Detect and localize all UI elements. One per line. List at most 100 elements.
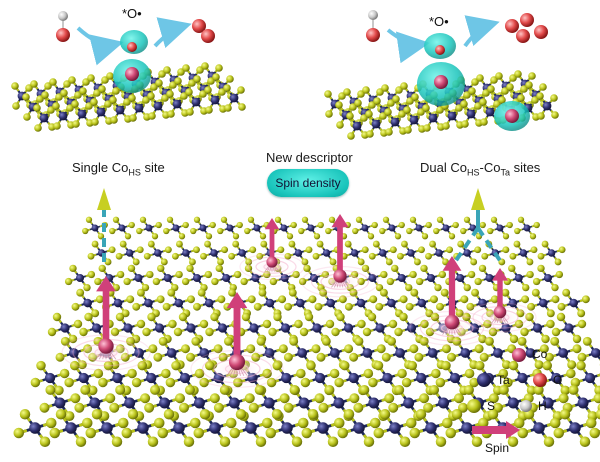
right-oxygen-radical-label: *O• (429, 14, 449, 29)
s-atom (87, 74, 95, 82)
s-atom (199, 377, 209, 388)
s-atom (451, 409, 463, 420)
ta-atom (362, 348, 373, 358)
s-atom (514, 70, 522, 78)
ta-atom (209, 422, 221, 434)
s-atom (452, 336, 462, 346)
s-atom (83, 283, 91, 292)
legend-ta-swatch (477, 373, 491, 387)
s-atom (526, 270, 534, 279)
ta-atom (564, 323, 574, 333)
s-atom (460, 227, 467, 235)
s-atom (343, 409, 355, 420)
s-atom (308, 295, 317, 304)
s-atom (68, 76, 76, 84)
s-atom (325, 227, 332, 235)
ta-atom (397, 273, 406, 283)
s-atom (304, 312, 314, 322)
s-atom (476, 74, 484, 82)
s-atom (448, 233, 456, 240)
s-atom (277, 246, 285, 254)
s-atom (471, 288, 479, 297)
s-atom (163, 66, 171, 74)
s-atom (84, 312, 93, 322)
flow-arrow-out (463, 15, 500, 48)
s-atom (355, 216, 363, 223)
s-atom (173, 327, 183, 337)
s-atom (474, 344, 484, 354)
ta-atom (322, 249, 331, 257)
s-atom (422, 104, 430, 112)
s-atom (246, 344, 256, 354)
ta-atom (193, 397, 205, 409)
s-atom (418, 246, 425, 254)
ta-atom (39, 113, 49, 123)
s-atom (200, 252, 207, 260)
s-atom (399, 312, 408, 322)
s-atom (461, 120, 469, 128)
spin-arrow-shaft (233, 305, 241, 362)
ta-atom (172, 224, 180, 232)
s-atom (224, 104, 232, 112)
s-atom (361, 264, 370, 273)
s-atom (112, 216, 120, 223)
s-atom (217, 295, 226, 304)
s-atom (452, 221, 459, 229)
s-atom (380, 288, 388, 297)
s-atom (334, 377, 344, 388)
s-atom (318, 402, 329, 413)
s-atom (313, 233, 321, 240)
s-atom (520, 327, 529, 337)
s-atom (164, 246, 172, 254)
s-atom (517, 427, 528, 439)
s-atom (265, 427, 276, 439)
dual-site-label: Dual CoHS-CoTa sites (420, 160, 540, 178)
s-atom (185, 88, 193, 96)
s-atom (306, 360, 316, 371)
s-atom (344, 344, 354, 354)
s-atom (106, 72, 114, 80)
s-atom (354, 99, 362, 107)
spin-arrow-shaft (337, 225, 343, 276)
s-atom (589, 427, 600, 439)
s-atom (347, 132, 355, 140)
s-atom (262, 319, 272, 329)
ta-atom (77, 109, 87, 119)
ta-atom (533, 422, 545, 434)
s-atom (278, 344, 288, 354)
ta-atom (154, 249, 162, 257)
s-atom (387, 336, 397, 346)
ta-atom (514, 273, 523, 283)
co-atom (333, 269, 347, 283)
s-atom (471, 436, 483, 447)
s-atom (247, 216, 255, 223)
s-atom (232, 233, 240, 240)
ta-atom (124, 397, 136, 409)
s-atom (391, 264, 399, 273)
co-hs-atom (434, 75, 448, 89)
ta-atom (91, 224, 99, 232)
s-atom (335, 101, 343, 109)
o2-atom-1 (505, 19, 519, 33)
s-atom (487, 227, 494, 235)
s-atom (199, 319, 209, 329)
s-atom (247, 295, 256, 304)
s-atom (593, 393, 600, 404)
s-atom (487, 409, 499, 420)
s-atom (204, 240, 211, 248)
s-atom (509, 334, 519, 344)
s-atom (301, 216, 309, 223)
ta-atom (519, 249, 528, 257)
s-atom (193, 216, 201, 223)
s-atom (136, 227, 143, 235)
s-atom (399, 436, 411, 447)
s-atom (36, 360, 46, 371)
s-atom (375, 283, 384, 292)
s-atom (137, 360, 147, 371)
ta-atom (426, 273, 436, 283)
legend-o-swatch (533, 373, 547, 387)
s-atom (146, 270, 154, 279)
s-atom (129, 114, 137, 122)
label-subscript: HS (128, 167, 141, 178)
ta-atom (463, 249, 471, 257)
